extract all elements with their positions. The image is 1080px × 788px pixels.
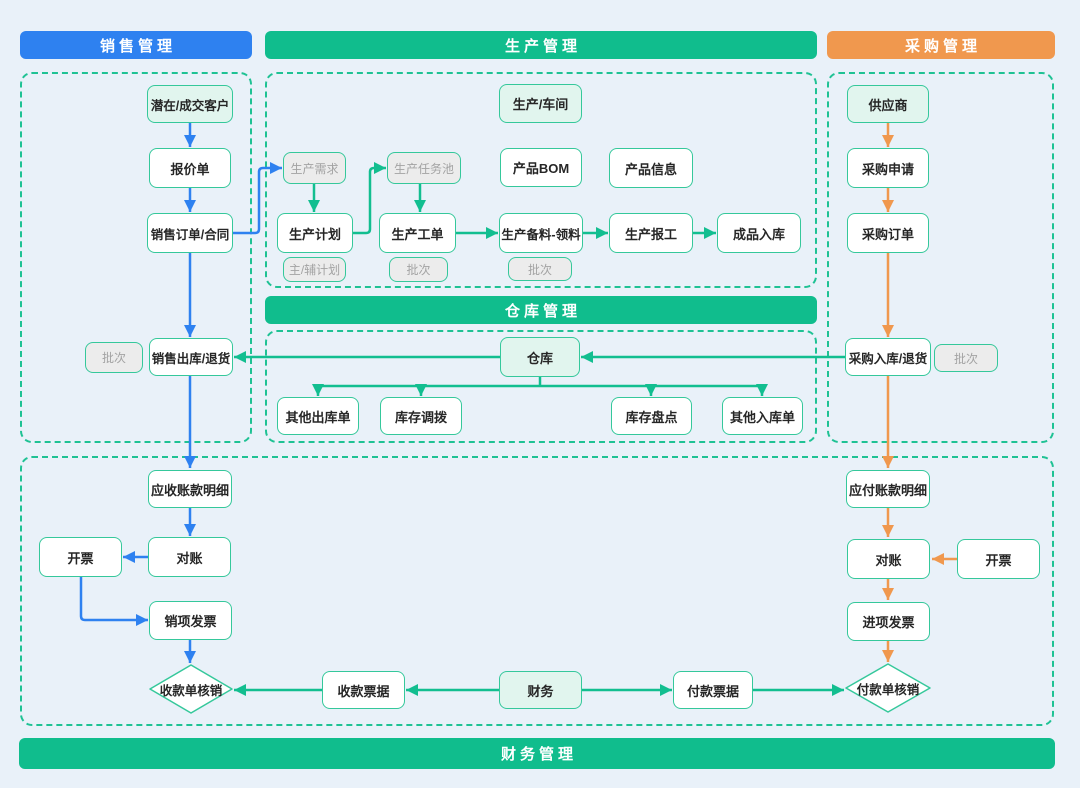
purchase-lane-header: 采购管理 [827,31,1055,59]
node-stock-count: 库存盘点 [611,397,692,435]
node-purchase-batch: 批次 [934,344,998,372]
node-output-invoice: 销项发票 [149,601,232,640]
receipt-writeoff-diamond [149,664,233,714]
node-sales-order: 销售订单/合同 [147,213,233,253]
warehouse-lane-header: 仓库管理 [265,296,817,324]
node-workorder-batch: 批次 [389,257,448,282]
warehouse-section-container [265,330,817,443]
payment-writeoff-diamond [845,663,931,713]
node-input-invoice: 进项发票 [847,602,930,641]
node-prod-task-pool: 生产任务池 [387,152,461,184]
edge-invoice-left-to-output-invoice [79,577,148,626]
node-other-inbound: 其他入库单 [722,397,803,435]
node-warehouse: 仓库 [500,337,580,377]
node-finance: 财务 [499,671,582,709]
finance-section-container [20,456,1054,726]
node-main-aux-plan: 主/辅计划 [283,257,346,282]
node-purchase-request: 采购申请 [847,148,929,188]
node-stock-transfer: 库存调拨 [380,397,462,435]
node-sales-outbound: 销售出库/退货 [149,338,233,376]
edge-sales-order-to-prod-demand [233,162,282,235]
node-receipt-note: 收款票据 [322,671,405,709]
node-workshop: 生产/车间 [499,84,582,123]
sales-section-container [20,72,252,443]
node-prod-plan: 生产计划 [277,213,353,253]
node-sales-batch: 批次 [85,342,143,373]
node-customer: 潜在/成交客户 [147,85,233,123]
production-lane-header: 生产管理 [265,31,817,59]
node-purchase-order: 采购订单 [847,213,929,253]
node-prod-material: 生产备料-领料 [499,213,583,253]
node-material-batch: 批次 [508,257,572,281]
node-invoice-right: 开票 [957,539,1040,579]
edge-warehouse-branch-bar [316,384,764,392]
edge-prod-plan-to-task-pool [353,162,386,235]
node-receivable-detail: 应收账款明细 [148,470,232,508]
node-quotation: 报价单 [149,148,231,188]
node-invoice-left: 开票 [39,537,122,577]
node-prod-demand: 生产需求 [283,152,346,184]
node-payable-detail: 应付账款明细 [846,470,930,508]
production-section-container [265,72,817,288]
node-finished-inbound: 成品入库 [717,213,801,253]
node-payment-writeoff: 付款单核销 [856,682,920,697]
finance-lane-banner: 财务管理 [19,738,1055,769]
node-other-outbound: 其他出库单 [277,397,359,435]
node-purchase-inbound: 采购入库/退货 [845,338,931,376]
node-prod-workorder: 生产工单 [379,213,456,253]
purchase-section-container [827,72,1054,443]
node-product-bom: 产品BOM [500,148,582,187]
node-prod-report: 生产报工 [609,213,693,253]
node-product-info: 产品信息 [609,148,693,188]
sales-lane-header: 销售管理 [20,31,252,59]
node-receipt-writeoff: 收款单核销 [159,683,223,698]
node-payment-note: 付款票据 [673,671,753,709]
node-reconcile-right: 对账 [847,539,930,579]
node-supplier: 供应商 [847,85,929,123]
node-reconcile-left: 对账 [148,537,231,577]
